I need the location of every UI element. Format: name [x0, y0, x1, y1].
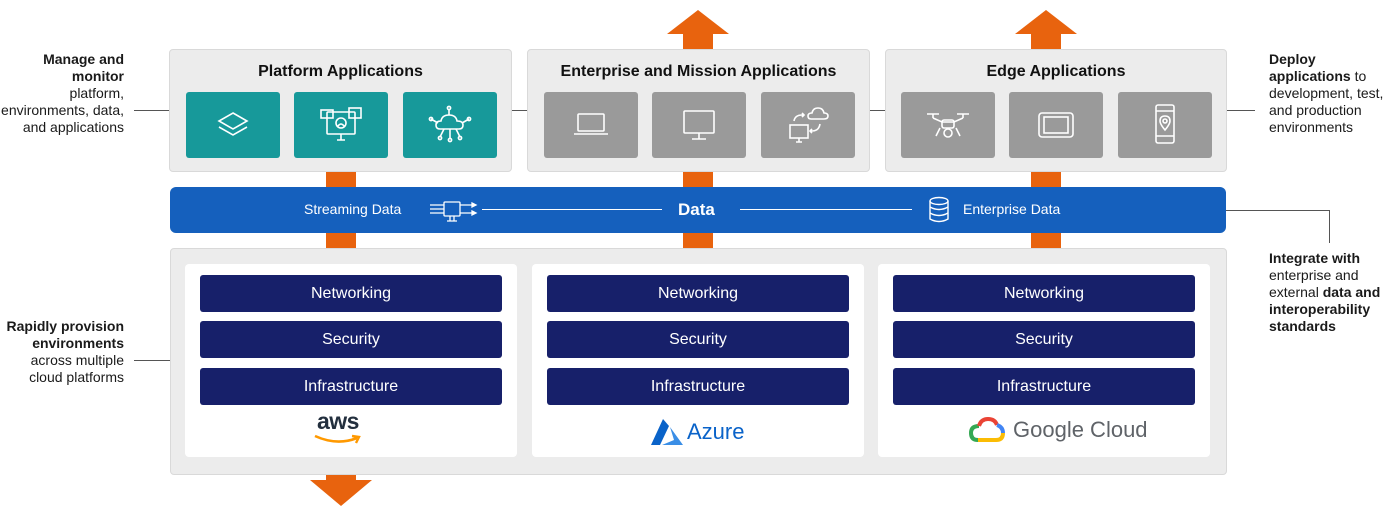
drone-icon [901, 92, 995, 158]
manage-monitor-bold: Manage and monitor [43, 51, 124, 84]
aws-logo: aws [311, 410, 365, 451]
connector-integrate-v [1329, 210, 1330, 243]
data-line-right [740, 209, 912, 210]
integrate-label: Integrate with enterprise and external d… [1269, 250, 1393, 335]
edge-applications-panel: Edge Applications [885, 49, 1227, 172]
aws-infrastructure-layer: Infrastructure [200, 368, 502, 405]
data-line-left [482, 209, 662, 210]
monitor-icon [652, 92, 746, 158]
flow-arrow-up-center [667, 10, 729, 34]
connector-integrate-h [1226, 210, 1330, 211]
connector-panels-1 [510, 110, 527, 111]
database-icon [928, 196, 950, 229]
manage-monitor-label: Manage and monitor platform, environment… [0, 51, 124, 136]
laptop-icon [544, 92, 638, 158]
platform-applications-panel: Platform Applications [169, 49, 512, 172]
layers-icon [186, 92, 280, 158]
connector-provision [134, 360, 170, 361]
streaming-data-label: Streaming Data [304, 201, 402, 217]
cloud-network-icon [403, 92, 497, 158]
dashboard-icon [294, 92, 388, 158]
connector-panels-2 [868, 110, 885, 111]
provision-rest: across multiple cloud platforms [29, 352, 124, 385]
enterprise-applications-title: Enterprise and Mission Applications [560, 63, 837, 80]
google-networking-layer: Networking [893, 275, 1195, 312]
aws-card: Networking Security Infrastructure aws [185, 264, 517, 457]
phone-location-icon [1118, 92, 1212, 158]
deploy-bold: Deploy applications [1269, 51, 1351, 84]
google-cloud-card: Networking Security Infrastructure Googl… [878, 264, 1210, 457]
edge-applications-title: Edge Applications [986, 63, 1126, 80]
google-cloud-icon [968, 416, 1005, 442]
aws-networking-layer: Networking [200, 275, 502, 312]
azure-logo: Azure [648, 418, 744, 446]
data-center-label: Data [678, 200, 715, 219]
cloud-sync-icon [761, 92, 855, 158]
aws-logo-text: aws [317, 408, 359, 434]
azure-card: Networking Security Infrastructure Azure [532, 264, 864, 457]
deploy-label: Deploy applications to development, test… [1269, 51, 1389, 136]
flow-arrow-down [310, 480, 372, 506]
enterprise-applications-panel: Enterprise and Mission Applications [527, 49, 870, 172]
azure-logo-text: Azure [687, 419, 745, 444]
platform-applications-title: Platform Applications [258, 63, 423, 80]
integrate-bold-1: Integrate with [1269, 250, 1361, 266]
enterprise-data-label: Enterprise Data [963, 201, 1061, 217]
google-cloud-logo-text: Google Cloud [1013, 417, 1148, 442]
tablet-icon [1009, 92, 1103, 158]
azure-networking-layer: Networking [547, 275, 849, 312]
integrate-bold-2: data and interoperability standards [1269, 284, 1381, 334]
aws-security-layer: Security [200, 321, 502, 358]
connector-deploy [1225, 110, 1255, 111]
azure-a-icon [651, 419, 683, 445]
azure-infrastructure-layer: Infrastructure [547, 368, 849, 405]
azure-security-layer: Security [547, 321, 849, 358]
flow-arrow-up-right [1015, 10, 1077, 34]
deploy-rest: to development, test, and production env… [1269, 68, 1384, 135]
provision-bold: Rapidly provision environments [6, 318, 124, 351]
manage-monitor-rest: platform, environments, data, and applic… [1, 85, 124, 135]
aws-smile-icon [314, 434, 361, 444]
provision-label: Rapidly provision environments across mu… [0, 318, 124, 386]
connector-manage [134, 110, 170, 111]
data-band: Streaming Data Data Enterprise Data [170, 187, 1226, 233]
integrate-mid: enterprise and external [1269, 267, 1359, 300]
google-infrastructure-layer: Infrastructure [893, 368, 1195, 405]
google-security-layer: Security [893, 321, 1195, 358]
streaming-data-icon [428, 197, 480, 228]
google-cloud-logo: Google Cloud [968, 416, 1148, 444]
